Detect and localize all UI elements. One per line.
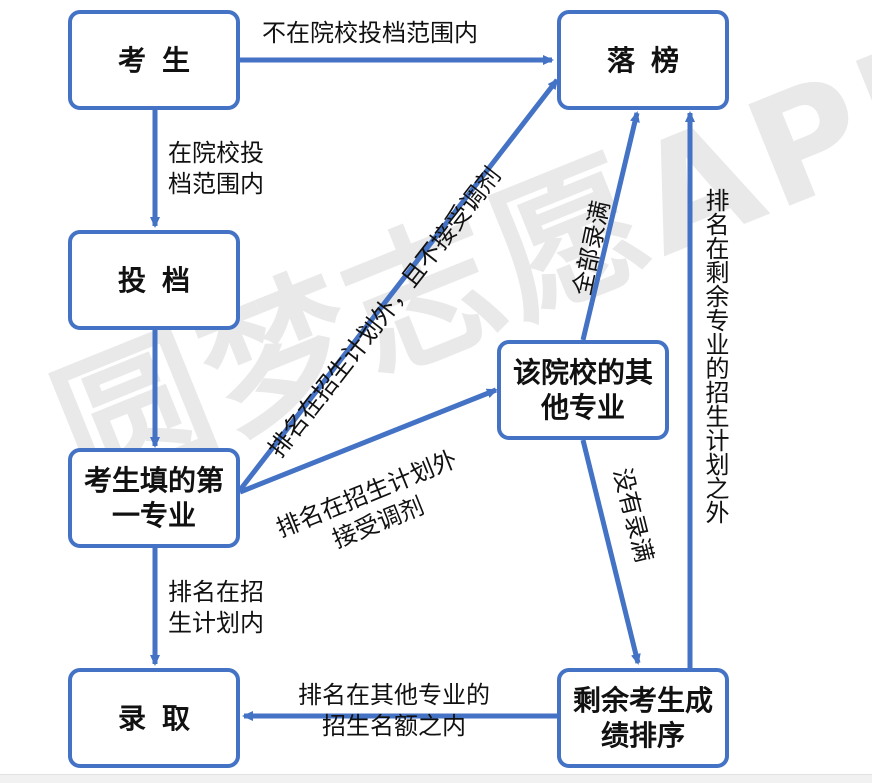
label-not-in-range: 不在院校投档范围内 — [262, 19, 478, 47]
label-within-plan: 排名在招 生计划内 — [168, 577, 264, 639]
label-in-range-line1: 在院校投 — [168, 139, 264, 167]
label-within-other-line2: 招生名额之内 — [322, 712, 466, 741]
node-luqu: 录取 — [68, 668, 240, 768]
label-within-other-line1: 排名在其他专业的 — [298, 681, 490, 709]
label-in-range: 在院校投 档范围内 — [168, 138, 264, 200]
edge-first-luobang — [238, 78, 559, 492]
node-toudang: 投档 — [68, 230, 240, 330]
node-luobang: 落榜 — [557, 10, 729, 110]
edge-other-luobang — [580, 111, 640, 341]
label-within-other: 排名在其他专业的 招生名额之内 — [298, 680, 490, 742]
edge-other-remaining — [580, 439, 641, 665]
node-kaosheng: 考生 — [68, 10, 240, 110]
bottom-bar — [0, 774, 872, 783]
node-remaining: 剩余考生成绩排序 — [557, 668, 729, 768]
label-within-plan-line1: 排名在招 — [168, 578, 264, 606]
label-within-plan-line2: 生计划内 — [168, 609, 264, 638]
label-in-range-line2: 档范围内 — [168, 170, 264, 199]
edge-first-other — [239, 387, 498, 495]
label-outside-remaining: 排名在剩余专业的招生计划之外 — [701, 188, 729, 524]
node-other-major: 该院校的其他专业 — [497, 340, 669, 440]
node-first-major: 考生填的第一专业 — [68, 448, 240, 548]
